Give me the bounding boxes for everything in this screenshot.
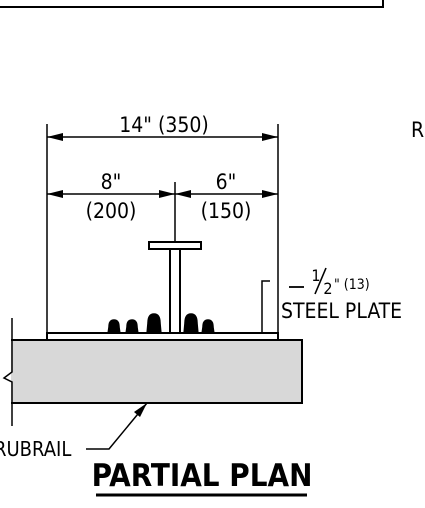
plate-fraction-numerator: 1: [311, 266, 320, 285]
dimension-overall-label: 14" (350): [119, 113, 209, 137]
plate-thickness-callout: 1 2 " (13): [311, 266, 369, 298]
anchor-bolt: [125, 319, 139, 335]
concrete-rubrail: [0, 339, 303, 404]
anchor-bolt: [146, 313, 162, 335]
plate-leader: [261, 280, 270, 333]
rubrail-leader: [86, 402, 148, 450]
dimension-right-top: 6": [216, 170, 237, 194]
anchor-bolt: [107, 319, 121, 335]
arrow-overall-right: [262, 133, 278, 141]
drawing-title: PARTIAL PLAN: [92, 458, 313, 494]
edge-letter: R: [411, 118, 424, 142]
plate-name: STEEL PLATE: [281, 299, 402, 323]
anchor-bolt: [201, 319, 215, 335]
dimension-right-bottom: (150): [201, 199, 252, 223]
rubrail-left-mask: [0, 338, 11, 405]
break-line: [2, 318, 13, 426]
rubrail-label: RUBRAIL: [0, 437, 71, 461]
base-steel-plate: [46, 332, 279, 341]
arrow-right-dim-right: [262, 190, 278, 198]
plate-thickness-unit: " (13): [334, 277, 370, 293]
dimension-left-bottom: (200): [86, 199, 137, 223]
dimension-left-top: 8": [101, 170, 122, 194]
anchor-bolts: [107, 313, 215, 335]
fraction-slash: [314, 267, 327, 295]
anchor-bolt: [183, 313, 199, 335]
rubrail-leader-arrow: [134, 403, 147, 417]
arrow-right-dim-left: [175, 190, 191, 198]
arrow-left-dim-right: [159, 190, 175, 198]
plate-fraction-denominator: 2: [323, 279, 332, 298]
arrow-left-dim-left: [47, 190, 63, 198]
arrow-overall-left: [47, 133, 63, 141]
